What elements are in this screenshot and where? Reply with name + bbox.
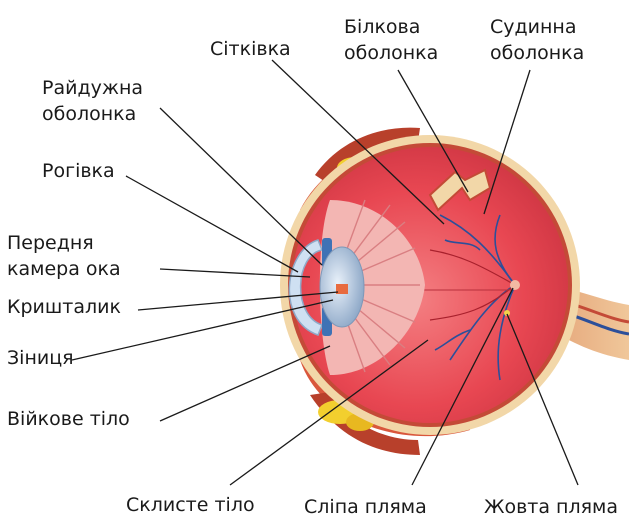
label-retina: Сітківка xyxy=(210,36,291,62)
label-sclera: Білкова оболонка xyxy=(344,14,438,66)
leader-line-retina xyxy=(272,60,444,224)
label-vitreous-body: Склисте тіло xyxy=(126,492,255,518)
leader-line-vitreous-body xyxy=(230,340,428,485)
label-ciliary-body: Війкове тіло xyxy=(7,406,130,432)
label-pupil: Зіниця xyxy=(7,345,74,371)
label-blind-spot: Сліпа пляма xyxy=(304,494,427,520)
label-cornea: Рогівка xyxy=(42,158,115,184)
label-choroid-line1: Судинна xyxy=(490,14,584,40)
label-choroid: Судинна оболонка xyxy=(490,14,584,66)
label-iris: Райдужна оболонка xyxy=(42,75,143,127)
label-iris-line2: оболонка xyxy=(42,101,143,127)
label-lens: Кришталик xyxy=(7,294,121,320)
leader-line-ciliary-body xyxy=(160,346,330,421)
leader-line-yellow-spot xyxy=(507,314,578,485)
label-anterior-chamber: Передня камера ока xyxy=(7,230,121,282)
label-sclera-line2: оболонка xyxy=(344,40,438,66)
leader-line-sclera xyxy=(398,70,468,192)
leader-line-choroid xyxy=(484,70,530,214)
label-anterior-chamber-line2: камера ока xyxy=(7,256,121,282)
leader-line-cornea xyxy=(126,176,298,272)
label-sclera-line1: Білкова xyxy=(344,14,438,40)
leader-line-iris xyxy=(160,108,322,265)
leader-line-anterior-chamber xyxy=(160,269,310,277)
leader-line-blind-spot xyxy=(412,288,513,485)
label-anterior-chamber-line1: Передня xyxy=(7,230,121,256)
label-yellow-spot: Жовта пляма xyxy=(484,494,618,520)
label-iris-line1: Райдужна xyxy=(42,75,143,101)
label-choroid-line2: оболонка xyxy=(490,40,584,66)
leader-line-lens xyxy=(138,292,338,310)
